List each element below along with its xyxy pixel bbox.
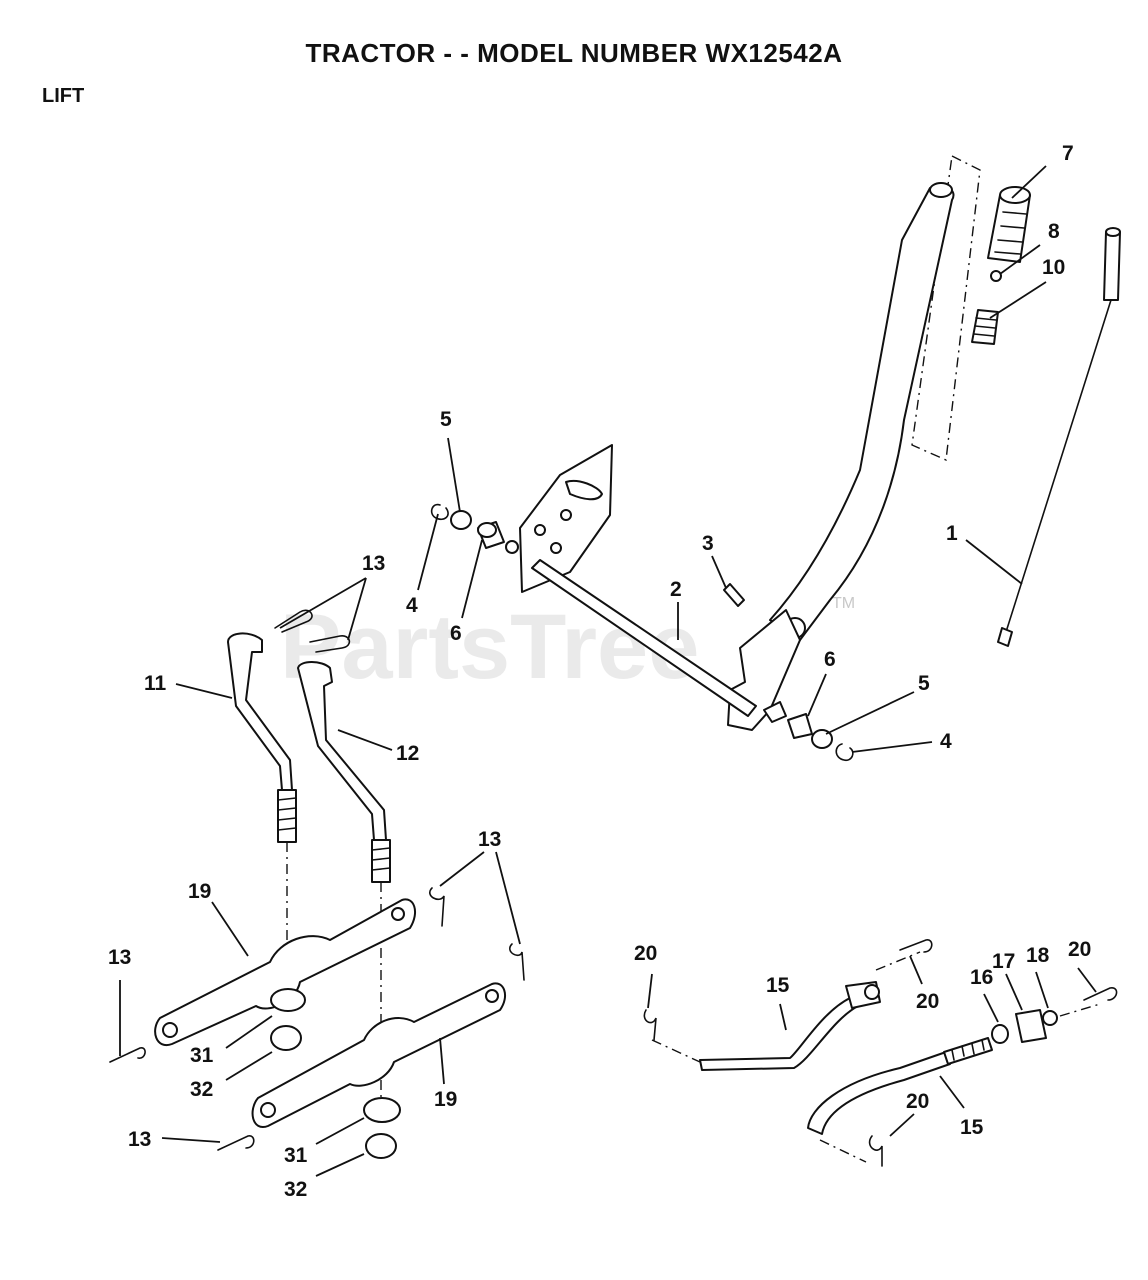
lift-arm-19-lower <box>251 982 507 1128</box>
pin <box>723 583 745 607</box>
watermark-tm: TM <box>832 595 855 612</box>
bushing-right <box>787 713 813 739</box>
nut-32-lower <box>365 1133 397 1159</box>
clip-13-f <box>217 1135 255 1151</box>
lift-links <box>109 609 525 1159</box>
washer-left <box>450 510 472 530</box>
callout: 19 <box>434 1088 457 1111</box>
callout: 12 <box>396 742 419 765</box>
clip-20-d <box>868 1135 883 1167</box>
callout: 32 <box>190 1078 213 1101</box>
clip-20-c <box>1083 987 1118 1001</box>
push-rod <box>997 227 1121 647</box>
callout: 4 <box>406 594 418 617</box>
callout: 13 <box>108 946 131 969</box>
callout: 17 <box>992 950 1015 973</box>
nut-16 <box>991 1024 1009 1044</box>
callout: 19 <box>188 880 211 903</box>
detent-ball <box>990 270 1002 282</box>
watermark: PartsTree TM <box>280 595 855 698</box>
leader-lines <box>119 165 1097 1177</box>
clip-13-e <box>109 1047 146 1063</box>
clip-13-d <box>509 943 525 981</box>
clip-left <box>430 503 449 521</box>
callout: 20 <box>906 1090 929 1113</box>
clip-right <box>835 743 854 762</box>
callout-labels: 7 8 10 5 1 3 2 4 6 13 11 12 6 5 4 13 19 … <box>108 142 1091 1201</box>
callout: 15 <box>766 974 790 997</box>
section-label: LIFT <box>42 85 85 107</box>
watermark-text: PartsTree <box>280 596 699 698</box>
callout: 11 <box>144 672 167 695</box>
page-title: TRACTOR - - MODEL NUMBER WX12542A <box>305 38 843 68</box>
callout: 20 <box>634 942 657 965</box>
callout: 7 <box>1062 142 1074 165</box>
callout: 13 <box>362 552 385 575</box>
clip-13-a <box>274 609 313 633</box>
washer-31-upper <box>270 988 306 1012</box>
callout: 2 <box>670 578 682 601</box>
adjustment-rods <box>643 939 1118 1167</box>
callout: 13 <box>478 828 501 851</box>
callout: 20 <box>1068 938 1091 961</box>
callout: 5 <box>440 408 452 431</box>
clip-20-b <box>899 939 933 953</box>
callout: 5 <box>918 672 930 695</box>
clip-13-c <box>429 887 445 927</box>
rod-15-upper <box>699 997 859 1071</box>
callout: 31 <box>190 1044 214 1067</box>
washer-31-lower <box>363 1097 401 1123</box>
callout: 4 <box>940 730 952 753</box>
callout: 32 <box>284 1178 307 1201</box>
callout: 20 <box>916 990 939 1013</box>
spring <box>971 309 999 345</box>
handle-grip <box>987 186 1031 263</box>
callout: 10 <box>1042 256 1065 279</box>
lever-guide-outline <box>911 154 981 462</box>
callout: 6 <box>824 648 836 671</box>
clip-20-a <box>643 1009 657 1041</box>
plate-slot <box>565 480 603 501</box>
clip-13-b <box>309 635 351 653</box>
lift-lever-assembly <box>430 154 1121 762</box>
callout: 16 <box>970 966 993 989</box>
block-17 <box>1015 1009 1047 1043</box>
callout: 18 <box>1026 944 1050 967</box>
callout: 6 <box>450 622 462 645</box>
fitting-18 <box>1042 1010 1058 1026</box>
lift-lever <box>769 184 955 641</box>
nut-32-upper <box>270 1025 302 1051</box>
lever-tube-end <box>929 182 953 198</box>
cross-shaft <box>531 559 757 717</box>
callout: 1 <box>946 522 958 545</box>
callout: 13 <box>128 1128 151 1151</box>
lift-arm-19-upper <box>154 898 417 1047</box>
lever-bracket <box>727 609 801 731</box>
callout: 31 <box>284 1144 308 1167</box>
callout: 15 <box>960 1116 984 1139</box>
callout: 3 <box>702 532 714 555</box>
callout: 8 <box>1048 220 1060 243</box>
